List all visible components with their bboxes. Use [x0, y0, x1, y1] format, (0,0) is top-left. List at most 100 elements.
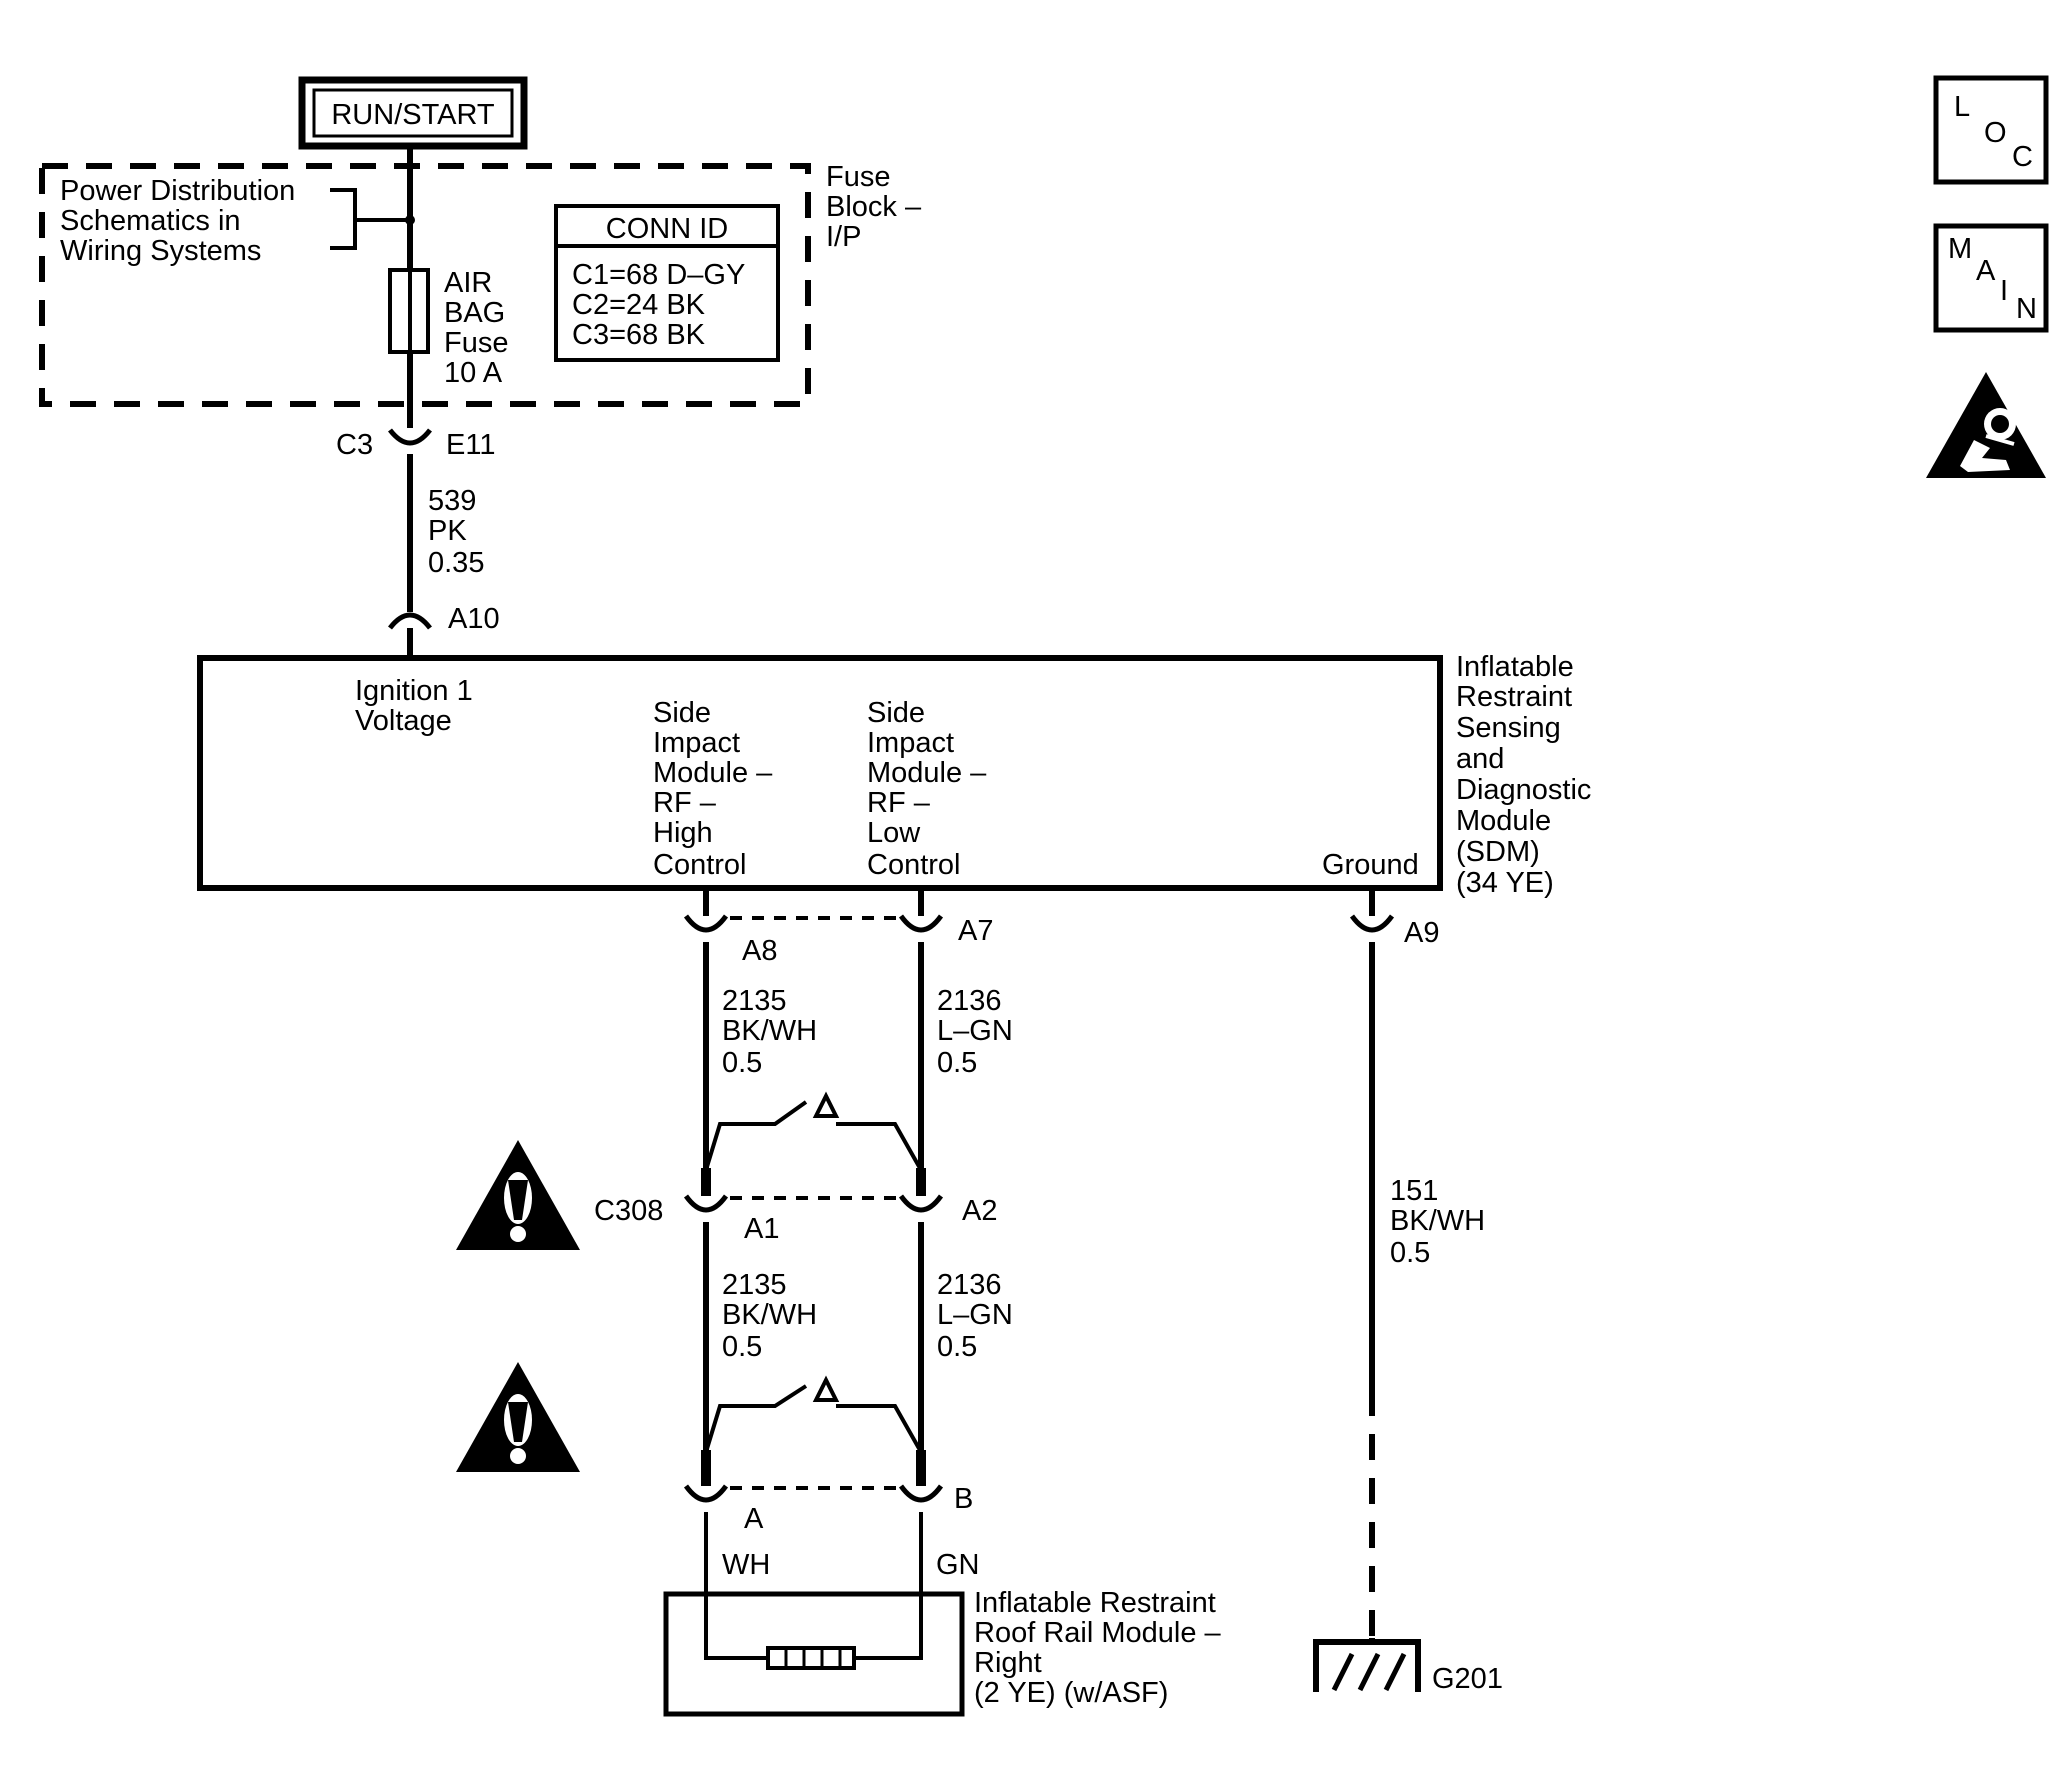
- note-line-1: Power Distribution: [60, 175, 295, 207]
- svg-text:Right: Right: [974, 1647, 1042, 1679]
- svg-text:0.5: 0.5: [937, 1331, 977, 1363]
- svg-text:BK/WH: BK/WH: [1390, 1205, 1485, 1237]
- svg-text:Side: Side: [653, 697, 711, 729]
- svg-text:Fuse: Fuse: [444, 327, 508, 359]
- svg-text:N: N: [2016, 293, 2037, 325]
- shorting-bar-upper: [704, 1091, 923, 1171]
- pin-a9-label: A9: [1404, 917, 1439, 949]
- high-control-label: Side Impact Module – RF – High Control: [653, 697, 773, 881]
- connector-a9: A9: [1349, 914, 1439, 949]
- svg-text:RF –: RF –: [653, 787, 717, 819]
- svg-text:AIR: AIR: [444, 267, 492, 299]
- airbag-fuse-label: AIR BAG Fuse 10 A: [444, 267, 508, 389]
- connector-c308: C308 A1 A2: [594, 1194, 997, 1245]
- svg-text:Ignition 1: Ignition 1: [355, 675, 473, 707]
- svg-text:Impact: Impact: [653, 727, 740, 759]
- pin-a2-label: A2: [962, 1195, 997, 1227]
- svg-text:0.5: 0.5: [937, 1047, 977, 1079]
- connector-a10: A10: [388, 603, 500, 635]
- conn-id-title: CONN ID: [606, 213, 728, 245]
- airbag-caution-icon[interactable]: [1926, 372, 2046, 478]
- conn-id-row-3: C3=68 BK: [572, 319, 706, 351]
- main-button[interactable]: M A I N: [1933, 223, 2049, 333]
- fuse-block-boundary: [39, 163, 811, 407]
- wire-gn-label: GN: [936, 1549, 980, 1581]
- svg-text:Low: Low: [867, 817, 921, 849]
- svg-text:A: A: [1976, 255, 1996, 287]
- ground-label: Ground: [1322, 849, 1419, 881]
- run-start-label: RUN/START: [298, 76, 528, 150]
- warning-triangle-icon: [456, 1362, 580, 1472]
- svg-text:M: M: [1948, 233, 1972, 265]
- svg-text:10 A: 10 A: [444, 357, 503, 389]
- svg-text:L–GN: L–GN: [937, 1015, 1013, 1047]
- svg-text:Module: Module: [1456, 805, 1551, 837]
- svg-text:BAG: BAG: [444, 297, 505, 329]
- svg-text:0.35: 0.35: [428, 547, 484, 579]
- svg-text:I/P: I/P: [826, 221, 861, 253]
- svg-text:(2 YE) (w/ASF): (2 YE) (w/ASF): [974, 1677, 1168, 1709]
- wire-wh-label: WH: [722, 1549, 770, 1581]
- wire-2136-lower-label: 2136 L–GN 0.5: [937, 1269, 1013, 1363]
- roof-rail-module: [663, 1591, 965, 1717]
- svg-text:0.5: 0.5: [1390, 1237, 1430, 1269]
- pin-a-label: A: [744, 1503, 764, 1535]
- svg-text:RF –: RF –: [867, 787, 931, 819]
- svg-text:Block –: Block –: [826, 191, 922, 223]
- svg-text:Module –: Module –: [867, 757, 987, 789]
- svg-text:Inflatable Restraint: Inflatable Restraint: [974, 1587, 1216, 1619]
- conn-id-row-1: C1=68 D–GY: [572, 259, 745, 291]
- svg-text:Sensing: Sensing: [1456, 712, 1561, 744]
- svg-text:Impact: Impact: [867, 727, 954, 759]
- svg-text:Diagnostic: Diagnostic: [1456, 774, 1591, 806]
- wire-2136-upper-label: 2136 L–GN 0.5: [937, 985, 1013, 1079]
- low-control-label: Side Impact Module – RF – Low Control: [867, 697, 987, 881]
- svg-text:(34 YE): (34 YE): [1456, 867, 1554, 899]
- svg-text:BK/WH: BK/WH: [722, 1015, 817, 1047]
- pin-b-label: B: [954, 1483, 973, 1515]
- svg-text:High: High: [653, 817, 713, 849]
- svg-text:and: and: [1456, 743, 1504, 775]
- svg-text:2136: 2136: [937, 985, 1002, 1017]
- svg-text:151: 151: [1390, 1175, 1438, 1207]
- fuse-block-name: Fuse Block – I/P: [826, 161, 922, 253]
- inflator-squib-symbol: [766, 1646, 856, 1670]
- svg-text:Restraint: Restraint: [1456, 681, 1572, 713]
- svg-text:539: 539: [428, 485, 476, 517]
- svg-text:2135: 2135: [722, 985, 787, 1017]
- pin-a1-label: A1: [744, 1213, 779, 1245]
- svg-text:Roof Rail Module –: Roof Rail Module –: [974, 1617, 1221, 1649]
- svg-text:Control: Control: [653, 849, 747, 881]
- svg-text:Inflatable: Inflatable: [1456, 651, 1574, 683]
- svg-text:2136: 2136: [937, 1269, 1002, 1301]
- warning-triangle-icon: [456, 1140, 580, 1250]
- svg-text:2135: 2135: [722, 1269, 787, 1301]
- wire-539-label: 539 PK 0.35: [428, 485, 484, 579]
- svg-text:I: I: [2000, 275, 2008, 307]
- svg-text:Module –: Module –: [653, 757, 773, 789]
- conn-id-row-2: C2=24 BK: [572, 289, 706, 321]
- wire-151-label: 151 BK/WH 0.5: [1390, 1175, 1485, 1269]
- conn-c308-label: C308: [594, 1195, 663, 1227]
- run-start-text: RUN/START: [331, 99, 495, 131]
- svg-text:L–GN: L–GN: [937, 1299, 1013, 1331]
- power-distribution-note: Power Distribution Schematics in Wiring …: [60, 175, 415, 267]
- svg-text:A10: A10: [448, 603, 500, 635]
- svg-text:0.5: 0.5: [722, 1047, 762, 1079]
- conn-e11-label: E11: [446, 429, 495, 461]
- svg-text:Control: Control: [867, 849, 961, 881]
- conn-c3-label: C3: [336, 429, 373, 461]
- note-line-3: Wiring Systems: [60, 235, 261, 267]
- ground-g201-icon: [1313, 1638, 1421, 1692]
- sdm-name-label: Inflatable Restraint Sensing and Diagnos…: [1456, 651, 1591, 899]
- shorting-bar-lower: [704, 1375, 923, 1453]
- loc-button[interactable]: L O C: [1933, 75, 2049, 185]
- ground-g201-label: G201: [1432, 1663, 1503, 1695]
- svg-text:PK: PK: [428, 515, 467, 547]
- roof-rail-module-label: Inflatable Restraint Roof Rail Module – …: [974, 1587, 1221, 1709]
- note-line-2: Schematics in: [60, 205, 241, 237]
- svg-text:Side: Side: [867, 697, 925, 729]
- svg-text:Voltage: Voltage: [355, 705, 452, 737]
- svg-text:Fuse: Fuse: [826, 161, 890, 193]
